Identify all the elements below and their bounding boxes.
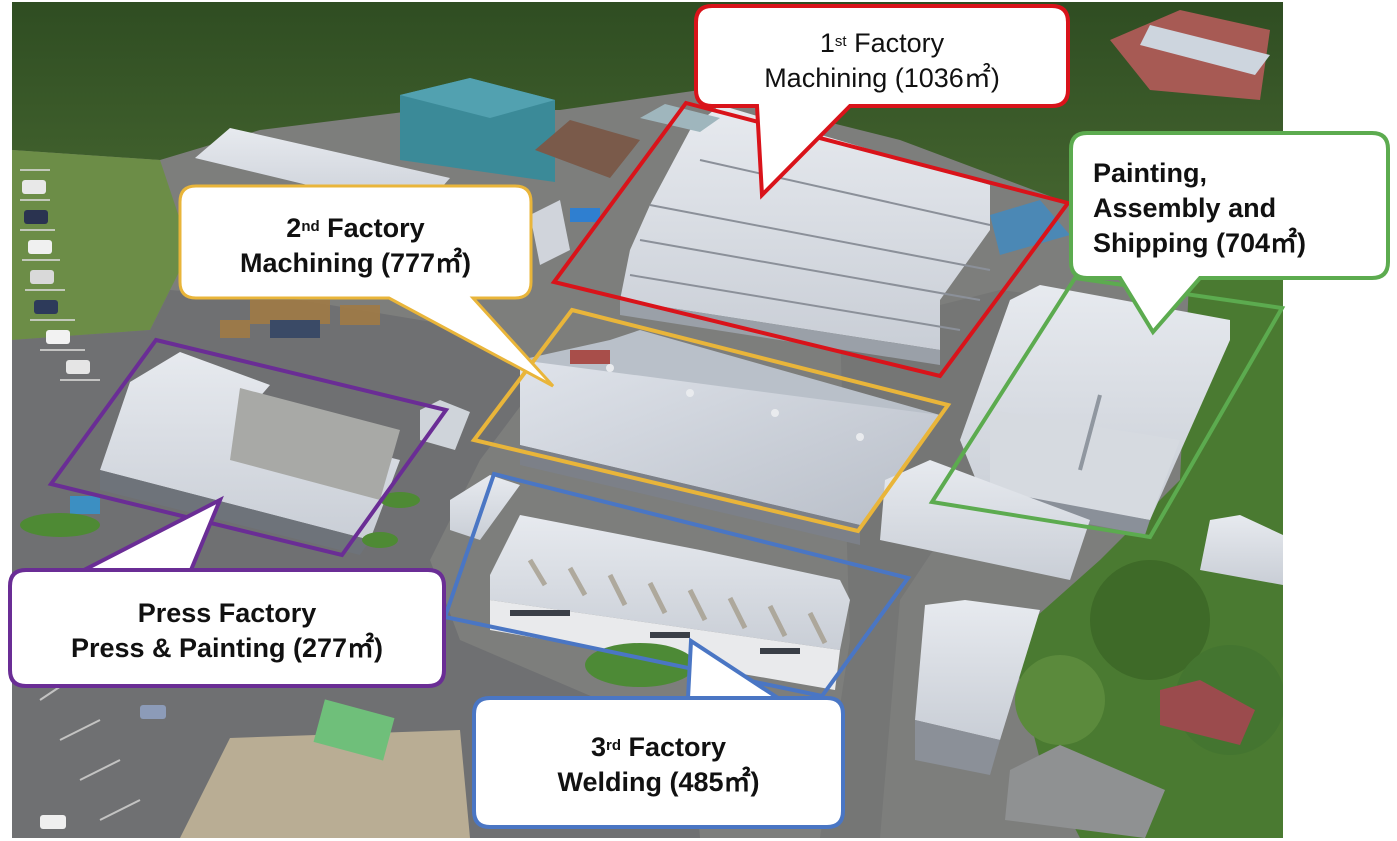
callout-third-factory: 3rd Factory Welding (485㎡) xyxy=(474,730,843,800)
callout-press-factory: Press Factory Press & Painting (277㎡) xyxy=(10,596,444,666)
outline-painting-assembly xyxy=(928,275,1286,540)
callout-bubble-third-factory xyxy=(472,637,845,829)
callout-third-factory-title: 3rd Factory xyxy=(590,732,727,762)
outline-press-factory xyxy=(47,337,450,558)
callout-painting-line1: Painting, xyxy=(1093,158,1207,188)
outline-first-factory xyxy=(550,100,1072,379)
callout-bubble-first-factory xyxy=(694,4,1070,200)
callout-first-factory: 1st Factory Machining (1036㎡) xyxy=(696,26,1068,96)
callout-painting-line3: Shipping (704㎡) xyxy=(1093,228,1307,258)
callout-press-factory-title: Press Factory xyxy=(137,598,317,628)
callout-painting-line2: Assembly and xyxy=(1093,193,1277,223)
callout-bubble-second-factory xyxy=(178,184,555,388)
callout-press-factory-detail: Press & Painting (277㎡) xyxy=(70,633,384,663)
callout-painting-assembly: Painting, Assembly and Shipping (704㎡) xyxy=(1093,156,1306,261)
callout-second-factory: 2nd Factory Machining (777㎡) xyxy=(180,211,531,281)
callout-first-factory-detail: Machining (1036㎡) xyxy=(764,63,1000,93)
callout-first-factory-title: 1st Factory xyxy=(819,28,945,58)
callout-bubble-painting-assembly xyxy=(1069,131,1390,336)
callout-second-factory-detail: Machining (777㎡) xyxy=(239,248,472,278)
callout-third-factory-detail: Welding (485㎡) xyxy=(557,767,760,797)
callout-second-factory-title: 2nd Factory xyxy=(286,213,425,243)
callout-bubble-press-factory xyxy=(8,495,446,688)
outline-second-factory xyxy=(470,307,952,534)
